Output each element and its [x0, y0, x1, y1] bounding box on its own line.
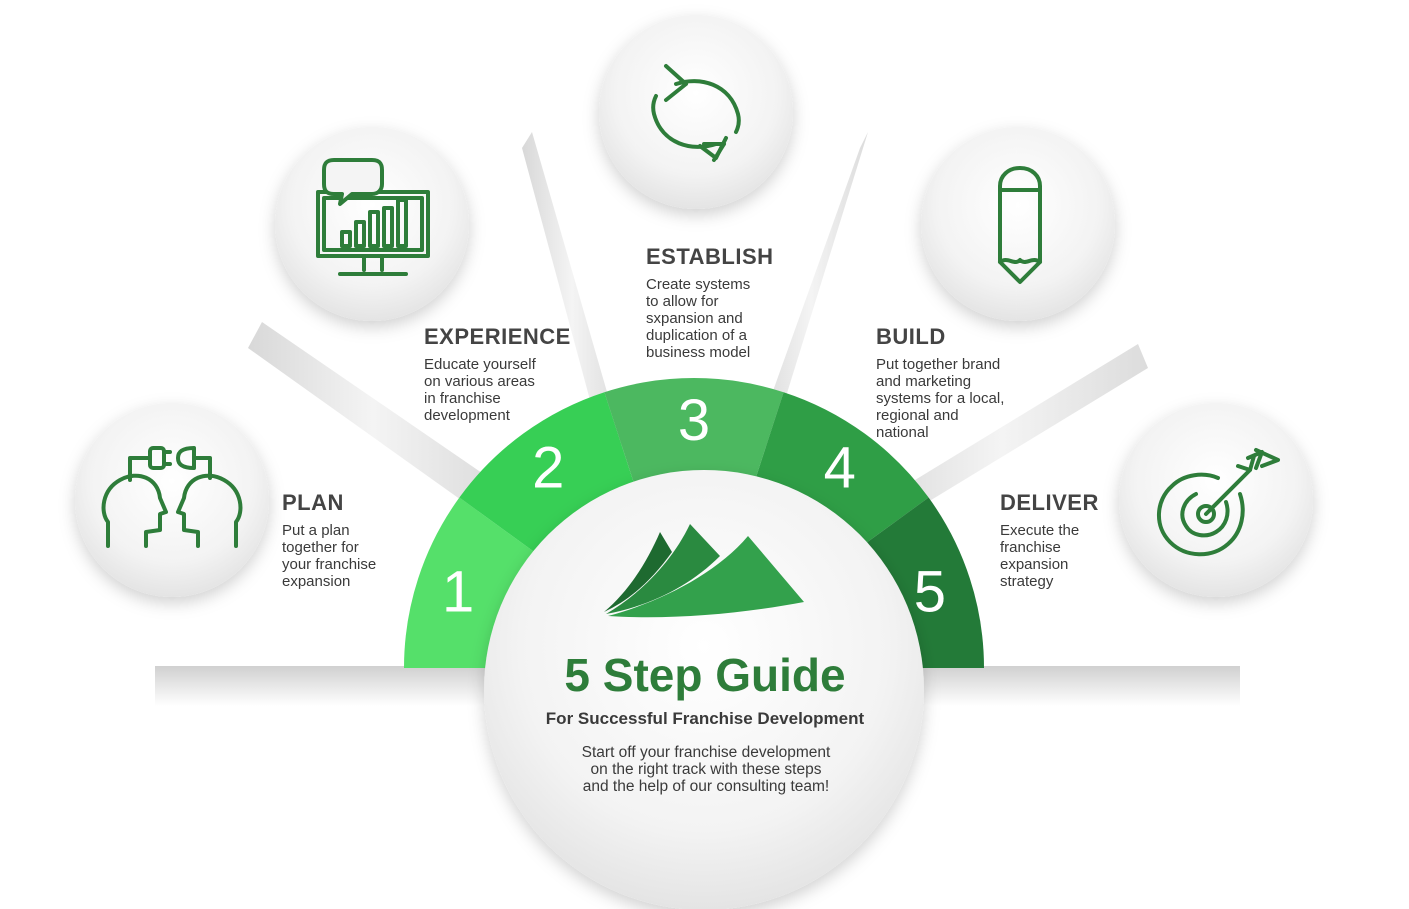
step-4-text: BUILD Put together brand and marketing s… — [876, 324, 1004, 441]
hub-description: Start off your franchise development on … — [581, 744, 831, 795]
step-1-title: PLAN — [282, 490, 344, 515]
ray-step-3 — [522, 132, 622, 452]
step-1-description: Put a plan together for your franchise e… — [282, 522, 377, 590]
step-number-4: 4 — [824, 435, 856, 500]
step-1-text: PLAN Put a plan together for your franch… — [282, 490, 376, 590]
step-5-description: Execute the franchise expansion strategy — [1000, 522, 1080, 590]
step-4-title: BUILD — [876, 324, 946, 349]
icon-circle-5 — [1119, 403, 1313, 597]
ray-step-2 — [248, 322, 498, 512]
ray-step-4-left — [754, 132, 868, 448]
step-2-text: EXPERIENCE Educate yourself on various a… — [424, 324, 571, 424]
step-number-3: 3 — [678, 388, 710, 453]
step-3-title: ESTABLISH — [646, 244, 774, 269]
step-numbers: 12 3 45 — [442, 388, 946, 624]
pencil-icon — [998, 166, 1042, 284]
hub-subtitle: For Successful Franchise Development — [545, 709, 865, 728]
step-5-title: DELIVER — [1000, 490, 1099, 515]
icon-circle-4 — [921, 127, 1115, 321]
rays — [248, 132, 1148, 536]
monitor-chart-chat-icon — [316, 158, 430, 276]
step-4-description: Put together brand and marketing systems… — [876, 356, 1005, 441]
two-heads-plug-icon — [101, 446, 243, 548]
step-number-1: 1 — [442, 559, 474, 624]
step-2-description: Educate yourself on various areas in fra… — [424, 356, 536, 424]
mountain-logo — [604, 524, 804, 618]
icon-circle-3 — [599, 15, 793, 209]
hub-title: 5 Step Guide — [564, 649, 846, 701]
step-number-2: 2 — [532, 435, 564, 500]
step-5-text: DELIVER Execute the franchise expansion … — [1000, 490, 1099, 590]
icon-circle-1 — [75, 403, 269, 597]
step-2-title: EXPERIENCE — [424, 324, 571, 349]
hub-circle — [484, 470, 924, 909]
target-arrow-icon — [1156, 448, 1280, 557]
step-3-text: ESTABLISH Create systems to allow for sx… — [646, 244, 774, 361]
ray-step-5 — [856, 344, 1148, 536]
step-number-5: 5 — [914, 559, 946, 624]
refresh-cycle-icon — [651, 64, 741, 162]
step-3-description: Create systems to allow for sxpansion an… — [646, 276, 751, 361]
